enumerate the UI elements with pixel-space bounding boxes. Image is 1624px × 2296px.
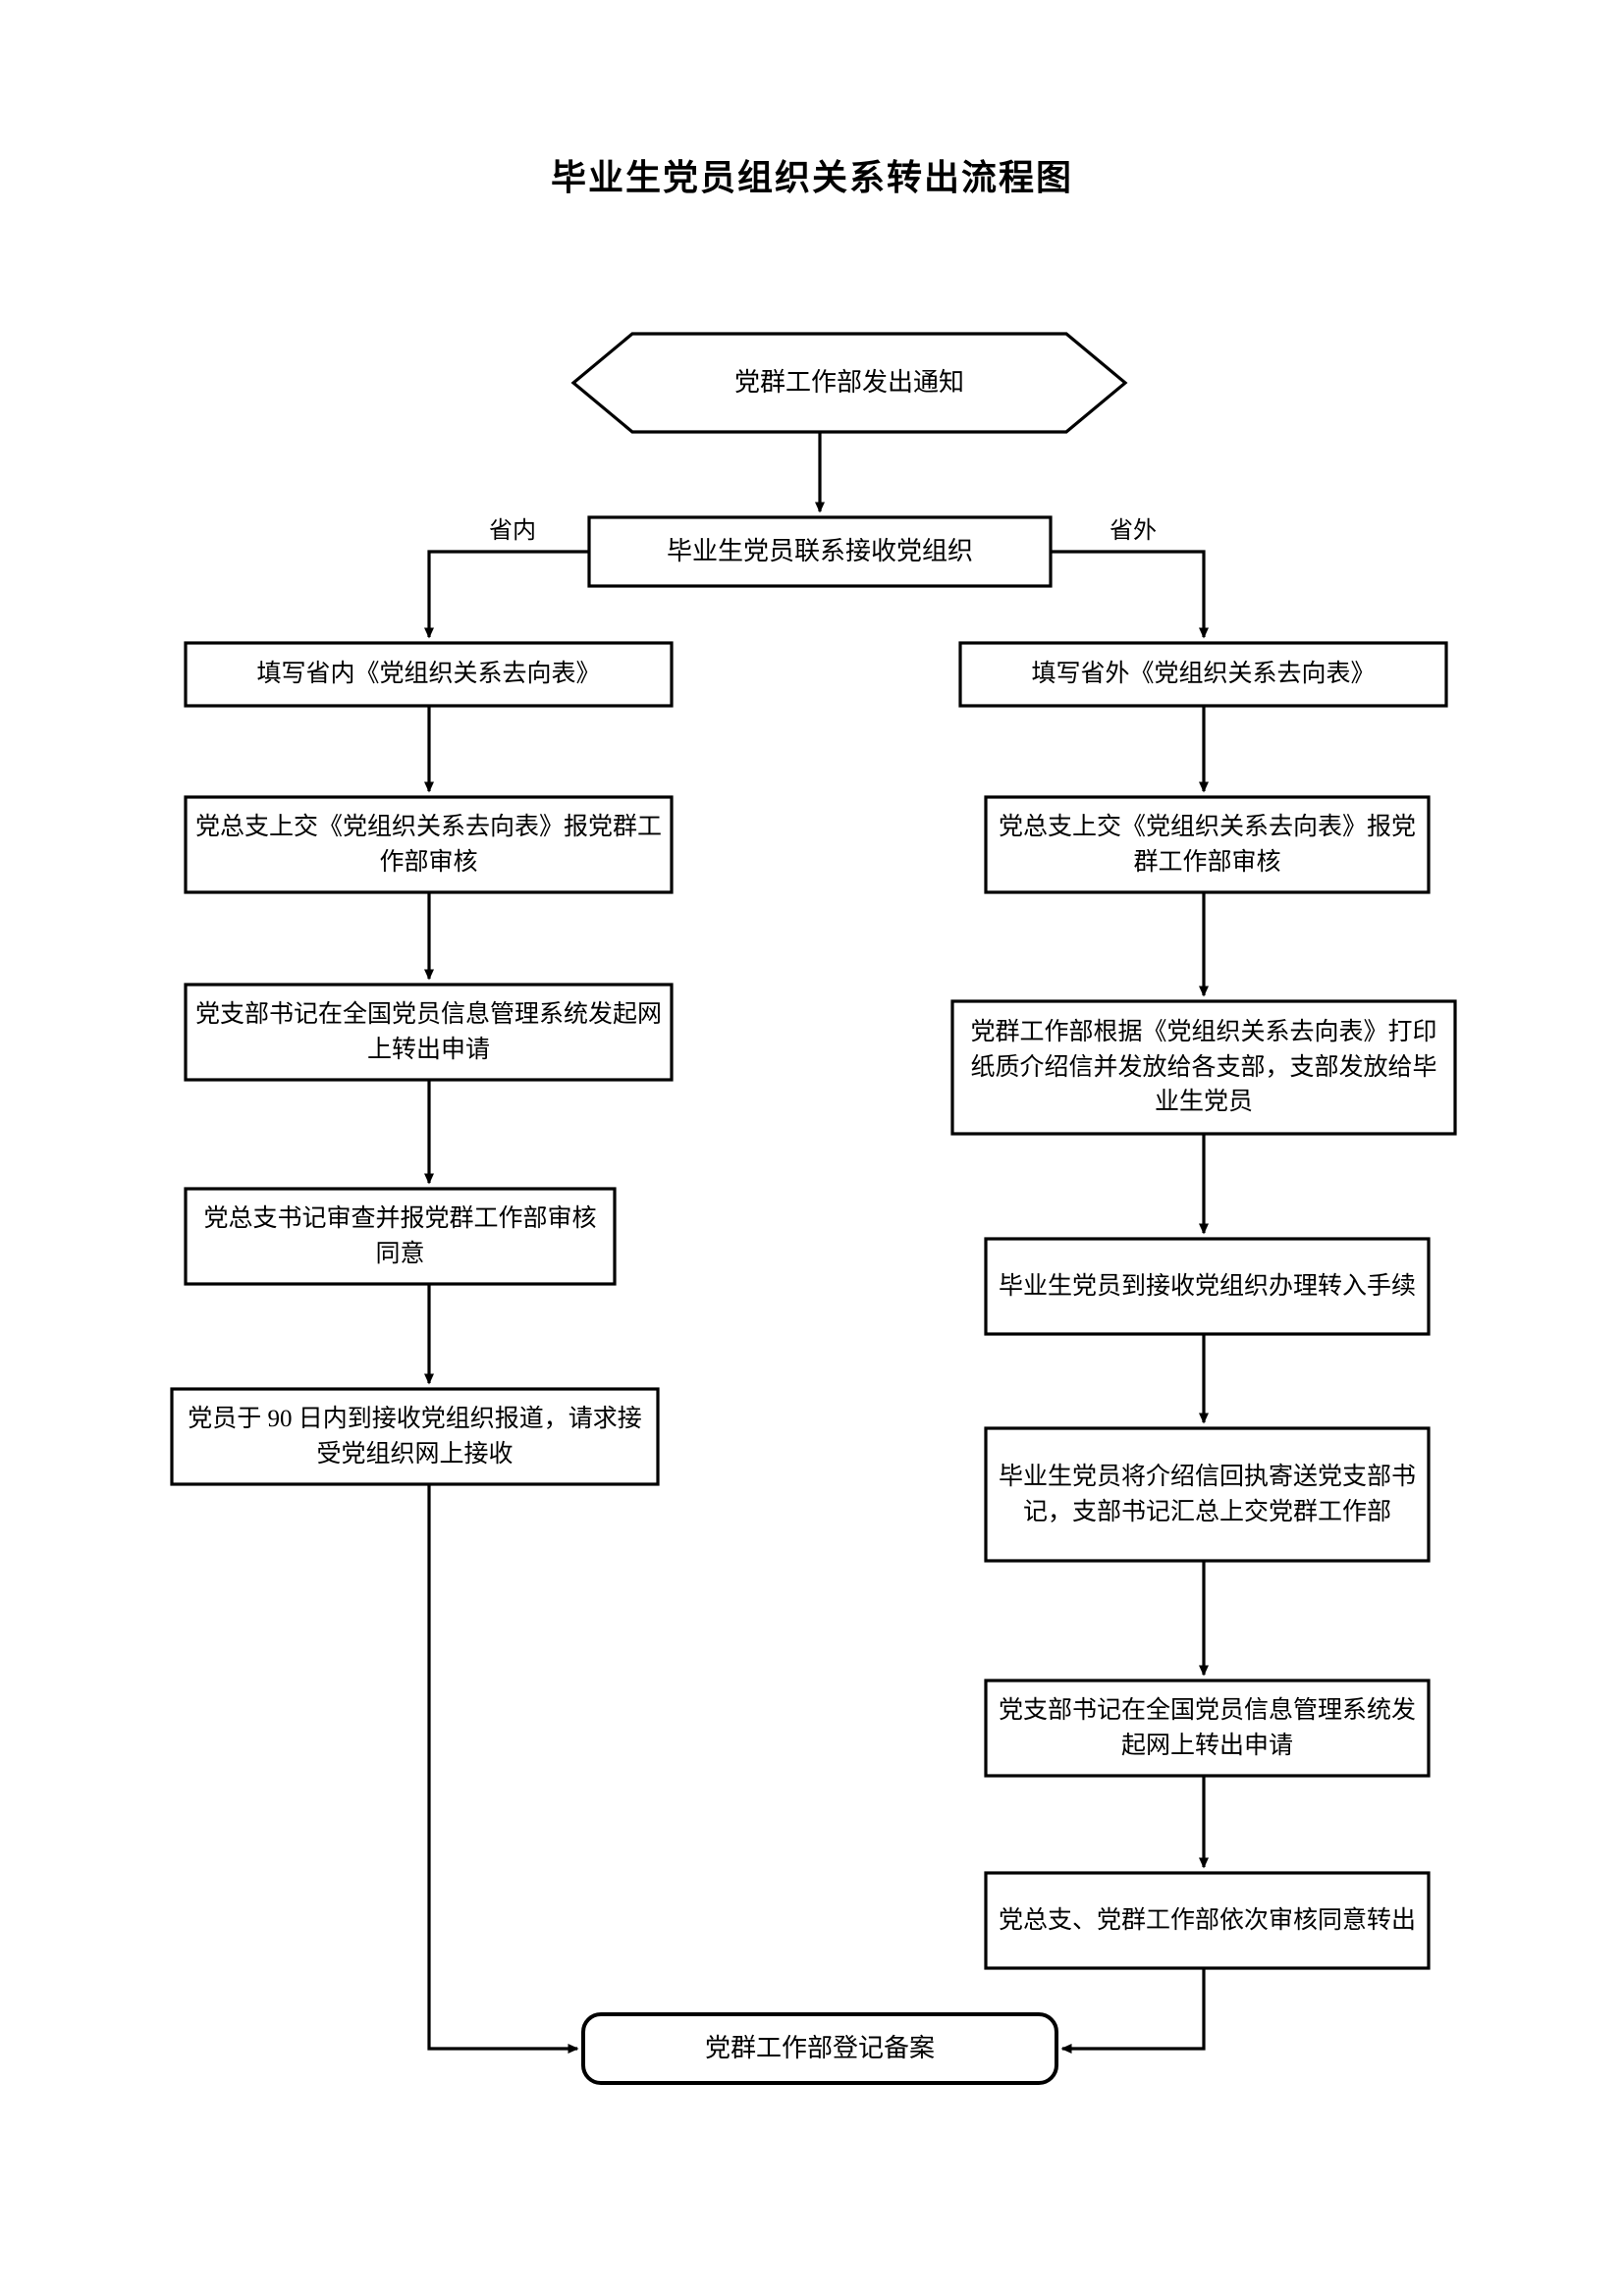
edge-contact-to-left-step1	[424, 550, 589, 639]
node-shape-contact	[587, 515, 1053, 588]
edge-label-out-province: 省外	[1110, 510, 1157, 545]
edge-label-in-province-text: 省内	[489, 518, 536, 544]
node-shape-right-step4	[984, 1237, 1431, 1336]
node-shape-left-step2	[184, 795, 674, 894]
node-shape-right-step3	[950, 999, 1457, 1136]
node-shape-right-step7	[984, 1871, 1431, 1970]
node-shape-left-step4	[184, 1187, 617, 1286]
node-shape-left-step1	[184, 641, 674, 708]
edge-label-out-province-text: 省外	[1110, 518, 1157, 544]
node-shape-right-step1	[958, 641, 1448, 708]
node-shape-left-step3	[184, 983, 674, 1082]
edge-label-in-province: 省内	[489, 510, 536, 545]
edge-left5-to-end	[427, 1484, 579, 2054]
node-shape-start	[570, 332, 1128, 434]
node-shape-end	[581, 2012, 1058, 2085]
page-title: 毕业生党员组织关系转出流程图	[550, 157, 1073, 197]
node-shape-right-step6	[984, 1679, 1431, 1778]
edge-contact-to-right-step1	[1051, 550, 1209, 639]
node-shape-right-step2	[984, 795, 1431, 894]
node-shape-left-step5	[170, 1387, 660, 1486]
edge-right7-to-end	[1060, 1968, 1206, 2054]
node-shape-right-step5	[984, 1426, 1431, 1563]
